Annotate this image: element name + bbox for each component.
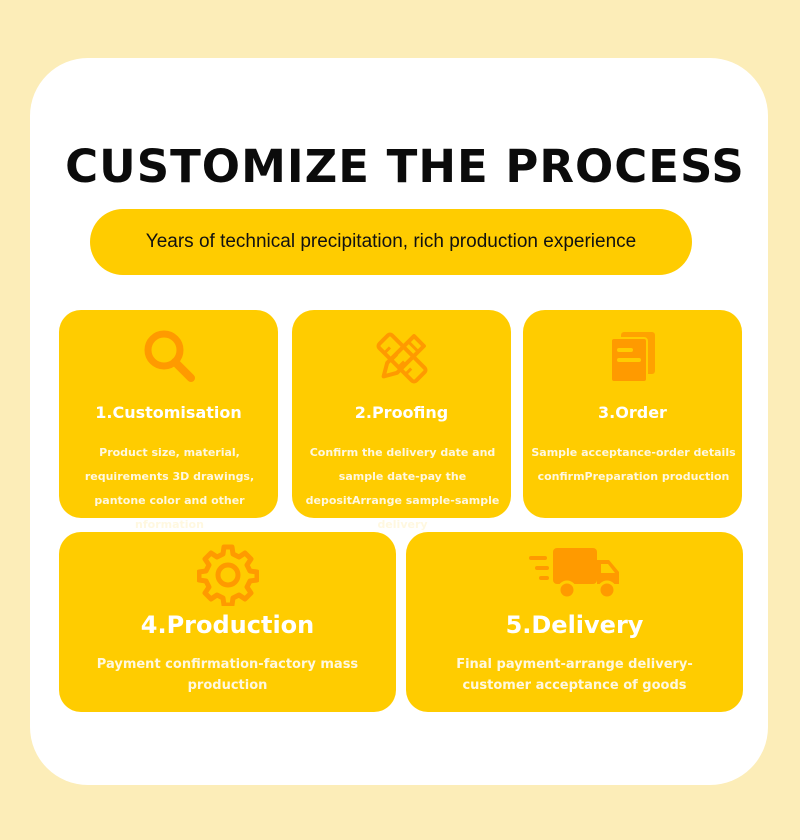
step-card-order: 3.Order Sample acceptance-order details …	[523, 310, 742, 518]
step-title: 5.Delivery	[505, 611, 644, 639]
subtitle-banner: Years of technical precipitation, rich p…	[90, 209, 692, 275]
step-title: 1.Customisation	[95, 403, 242, 422]
step-description: Confirm the delivery date and sample dat…	[305, 446, 500, 531]
delivery-truck-icon	[527, 544, 623, 610]
step-description: Final payment-arrange delivery-customer …	[456, 657, 693, 693]
step-card-production: 4.Production Payment confirmation-factor…	[59, 532, 396, 712]
step-card-proofing: 2.Proofing Confirm the delivery date and…	[292, 310, 511, 531]
subtitle-text: Years of technical precipitation, rich p…	[145, 231, 637, 252]
gear-icon	[196, 544, 259, 610]
search-icon	[141, 328, 197, 388]
step-card-delivery: 5.Delivery Final payment-arrange deliver…	[406, 532, 743, 712]
step-title: 3.Order	[598, 403, 667, 422]
pencil-ruler-icon	[372, 328, 432, 392]
step-card-customisation: 1.Customisation Product size, material, …	[59, 310, 278, 531]
step-title: 4.Production	[140, 611, 315, 639]
step-description: Sample acceptance-order details confirmP…	[531, 446, 736, 483]
step-description: Payment confirmation-factory mass produc…	[96, 657, 359, 693]
step-description: Product size, material, requirements 3D …	[84, 446, 255, 531]
step-title: 2.Proofing	[354, 403, 449, 422]
document-icon	[605, 328, 661, 388]
page-title: CUSTOMIZE THE PROCESS	[65, 140, 745, 193]
